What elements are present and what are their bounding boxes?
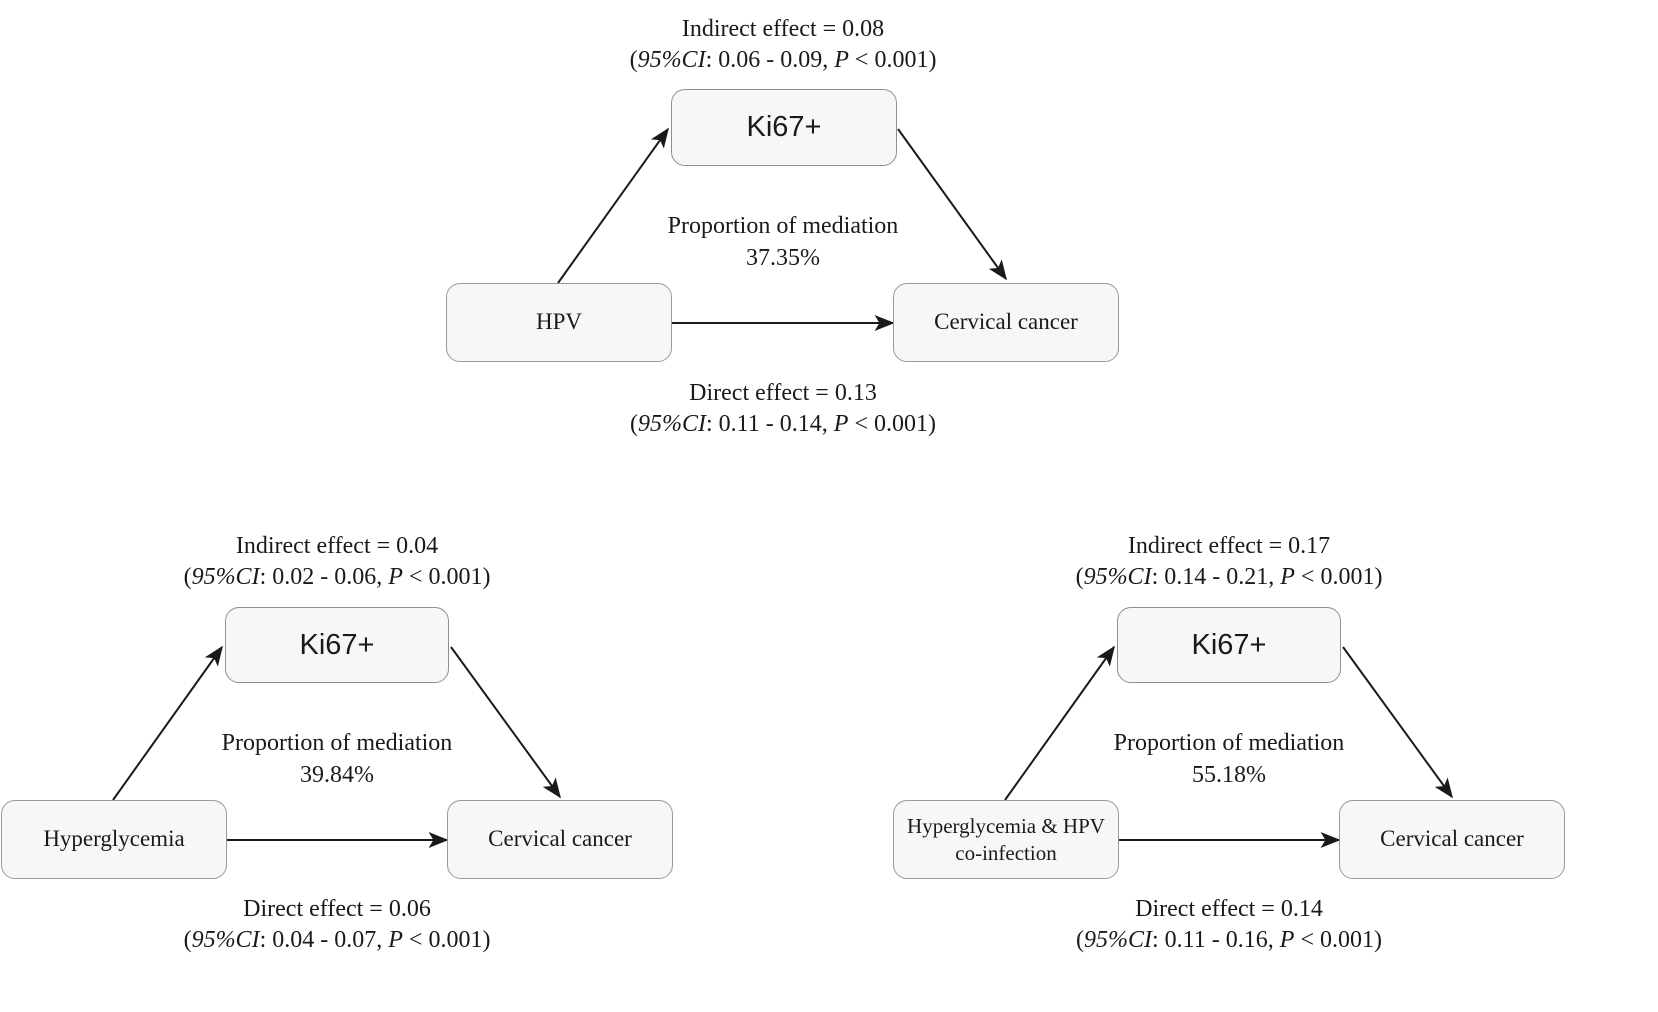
proportion-value-2: 39.84% bbox=[300, 762, 374, 789]
mediator-node-label-3: Ki67+ bbox=[1191, 628, 1267, 661]
indirect-effect-ci-3: (95%CI: 0.14 - 0.21, P < 0.001) bbox=[1075, 564, 1383, 591]
exposure-node-label-3: Hyperglycemia & HPV co-infection bbox=[907, 813, 1105, 866]
proportion-value-3: 55.18% bbox=[1192, 762, 1266, 789]
mediator-node-label-1: Ki67+ bbox=[746, 111, 822, 144]
outcome-node-label-1: Cervical cancer bbox=[934, 309, 1078, 335]
outcome-node-label-3: Cervical cancer bbox=[1380, 826, 1524, 852]
mediator-node-2[interactable]: Ki67+ bbox=[225, 607, 449, 683]
direct-effect-label-1: Direct effect = 0.13 (95%CI: 0.11 - 0.14… bbox=[583, 378, 983, 440]
direct-effect-ci-3: (95%CI: 0.11 - 0.16, P < 0.001) bbox=[1076, 927, 1382, 954]
indirect-effect-label-2: Indirect effect = 0.04 (95%CI: 0.02 - 0.… bbox=[137, 531, 537, 593]
exposure-node-label-2: Hyperglycemia bbox=[43, 826, 185, 852]
indirect-effect-ci-2: (95%CI: 0.02 - 0.06, P < 0.001) bbox=[183, 564, 491, 591]
outcome-node-3[interactable]: Cervical cancer bbox=[1339, 800, 1565, 879]
indirect-effect-ci-1: (95%CI: 0.06 - 0.09, P < 0.001) bbox=[629, 47, 937, 74]
exposure-node-label-3-line1: Hyperglycemia & HPV bbox=[907, 814, 1105, 839]
outcome-node-1[interactable]: Cervical cancer bbox=[893, 283, 1119, 362]
exposure-node-2[interactable]: Hyperglycemia bbox=[1, 800, 227, 879]
mediator-node-label-2: Ki67+ bbox=[299, 628, 375, 661]
indirect-effect-value-1: Indirect effect = 0.08 bbox=[681, 16, 885, 42]
indirect-effect-value-3: Indirect effect = 0.17 bbox=[1127, 533, 1331, 559]
proportion-caption-3: Proportion of mediation bbox=[1113, 730, 1345, 756]
proportion-value-1: 37.35% bbox=[746, 245, 820, 272]
outcome-node-label-2: Cervical cancer bbox=[488, 826, 632, 852]
proportion-caption-2: Proportion of mediation bbox=[221, 730, 453, 756]
exposure-node-3[interactable]: Hyperglycemia & HPV co-infection bbox=[893, 800, 1119, 879]
direct-effect-label-3: Direct effect = 0.14 (95%CI: 0.11 - 0.16… bbox=[1029, 894, 1429, 956]
exposure-node-label-3-line2: co-infection bbox=[955, 840, 1057, 865]
proportion-of-mediation-2: Proportion of mediation 39.84% bbox=[137, 727, 537, 792]
direct-effect-value-3: Direct effect = 0.14 bbox=[1135, 896, 1323, 922]
proportion-of-mediation-1: Proportion of mediation 37.35% bbox=[583, 210, 983, 275]
mediator-node-1[interactable]: Ki67+ bbox=[671, 89, 897, 166]
exposure-node-1[interactable]: HPV bbox=[446, 283, 672, 362]
direct-effect-ci-2: (95%CI: 0.04 - 0.07, P < 0.001) bbox=[183, 927, 491, 954]
outcome-node-2[interactable]: Cervical cancer bbox=[447, 800, 673, 879]
mediator-node-3[interactable]: Ki67+ bbox=[1117, 607, 1341, 683]
direct-effect-ci-1: (95%CI: 0.11 - 0.14, P < 0.001) bbox=[630, 411, 936, 438]
direct-effect-value-2: Direct effect = 0.06 bbox=[243, 896, 431, 922]
indirect-effect-label-3: Indirect effect = 0.17 (95%CI: 0.14 - 0.… bbox=[1029, 531, 1429, 593]
proportion-caption-1: Proportion of mediation bbox=[667, 213, 899, 239]
direct-effect-value-1: Direct effect = 0.13 bbox=[689, 380, 877, 406]
indirect-effect-value-2: Indirect effect = 0.04 bbox=[235, 533, 439, 559]
direct-effect-label-2: Direct effect = 0.06 (95%CI: 0.04 - 0.07… bbox=[137, 894, 537, 956]
proportion-of-mediation-3: Proportion of mediation 55.18% bbox=[1029, 727, 1429, 792]
exposure-node-label-1: HPV bbox=[535, 309, 582, 335]
indirect-effect-label-1: Indirect effect = 0.08 (95%CI: 0.06 - 0.… bbox=[583, 14, 983, 76]
